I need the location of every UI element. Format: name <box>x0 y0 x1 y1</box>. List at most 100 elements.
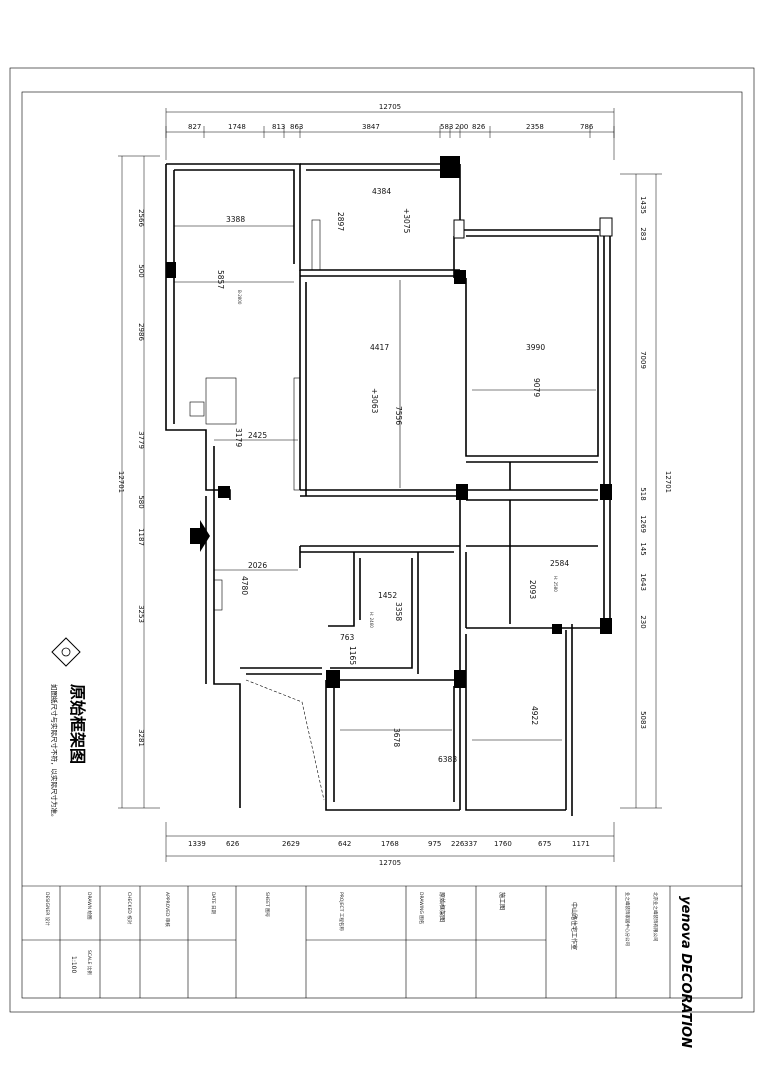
column <box>454 270 466 284</box>
top-dim: 200 <box>455 123 468 131</box>
room-dim: 6383 <box>438 755 457 764</box>
bottom-dimensions: 12705 1339 626 2629 642 1768 975 226 337… <box>165 822 615 867</box>
overall-width-top: 12705 <box>379 103 401 111</box>
room-dim: 3678 <box>392 728 401 747</box>
room-dim: 4922 <box>530 706 539 725</box>
project-name: 中山路住宅工作室 <box>570 902 578 950</box>
room-dim: 3179 <box>234 428 243 447</box>
right-dim: 518 <box>639 487 647 500</box>
label-drawing: DRAWING 图名 <box>418 892 425 924</box>
walls <box>165 163 611 816</box>
left-dim: 3253 <box>137 605 145 623</box>
room-labels: 3388 4384 5857 2897 4417 3990 7556 9079 … <box>216 187 569 764</box>
company-name-cn: 北京业之峰装饰有限公司 <box>652 892 659 942</box>
drawing-title: 原始框架图 <box>68 684 87 764</box>
left-dim: 2566 <box>137 209 145 227</box>
scale-value: 1:100 <box>70 956 77 973</box>
title-block: DESIGNER 设计 DRAWN 绘图 CHECKED 校对 APPROVED… <box>22 885 742 1048</box>
column <box>552 624 562 634</box>
top-dim: 1748 <box>228 123 246 131</box>
room-dim: 5857 <box>216 270 225 289</box>
room-dim: 2093 <box>528 580 537 599</box>
bottom-dim: 626 <box>226 840 240 848</box>
right-dim: 1643 <box>639 573 647 591</box>
left-dimensions: 12701 2566 500 2986 3779 580 1187 3253 3… <box>117 155 160 809</box>
bottom-dim: 226 <box>451 840 465 848</box>
room-dim: 1165 <box>348 646 357 665</box>
label-checked: CHECKED 校对 <box>126 892 133 925</box>
drawing-note: 如图纸尺寸与实际尺寸不符，以实际尺寸为准。 <box>50 684 59 821</box>
drawing-name: 原始框架图 <box>438 892 446 922</box>
column <box>600 618 612 634</box>
room-dim: 2026 <box>248 561 267 570</box>
top-dim: 826 <box>472 123 486 131</box>
bottom-dim: 2629 <box>282 840 300 848</box>
entrance-arrow-icon <box>190 520 210 552</box>
label-sheet: SHEET 图号 <box>264 892 270 918</box>
column <box>600 484 612 500</box>
left-dim: 580 <box>137 495 145 508</box>
left-dim: 1187 <box>137 528 145 546</box>
bottom-dim: 1768 <box>381 840 399 848</box>
elevation-mark: +3075 <box>402 208 411 234</box>
left-dim: 2986 <box>137 323 145 341</box>
room-dim: 763 <box>340 633 355 642</box>
top-dim: 827 <box>188 123 201 131</box>
top-dim: 786 <box>580 123 594 131</box>
right-dim: 1435 <box>639 196 647 214</box>
room-dim: 3388 <box>226 215 245 224</box>
right-dim: 7009 <box>639 351 647 369</box>
label-approved: APPROVED 审核 <box>164 892 171 927</box>
room-dim: 4780 <box>240 576 249 595</box>
top-dim: 813 <box>272 123 285 131</box>
bottom-dim: 337 <box>464 840 477 848</box>
room-dim: 1452 <box>378 591 397 600</box>
top-dim: 2358 <box>526 123 544 131</box>
right-dimensions: 12701 1435 283 7009 518 1269 145 1643 23… <box>620 173 672 809</box>
label-scale: SCALE 比例 <box>86 950 93 975</box>
column <box>454 670 466 688</box>
room-dim: 7556 <box>394 406 403 425</box>
beam-tag: B-2800 <box>237 290 242 305</box>
label-project: PROJECT 工程名称 <box>338 892 345 931</box>
bottom-dim: 675 <box>538 840 551 848</box>
column <box>453 219 465 239</box>
bottom-dim: 1339 <box>188 840 206 848</box>
column <box>166 262 176 278</box>
room-dim: 2584 <box>550 559 569 568</box>
overall-height-left: 12701 <box>117 471 125 493</box>
top-dimensions: 12705 827 1748 813 863 3847 583 200 826 … <box>165 103 615 160</box>
structural-columns <box>166 156 613 688</box>
right-dim: 5083 <box>639 711 647 729</box>
top-dim: 3847 <box>362 123 380 131</box>
top-dim: 863 <box>290 123 303 131</box>
outer-frame <box>9 67 755 1013</box>
branch-name: 业之峰装饰家居中心分公司 <box>624 892 631 946</box>
left-dim: 3281 <box>137 729 145 747</box>
drawing-title-block: 原始框架图 如图纸尺寸与实际尺寸不符，以实际尺寸为准。 <box>50 637 87 821</box>
label-designer: DESIGNER 设计 <box>44 892 51 926</box>
compass-icon <box>51 637 81 667</box>
column <box>218 486 230 498</box>
column <box>599 217 613 237</box>
right-dim: 145 <box>639 542 647 555</box>
room-dim: 3990 <box>526 343 545 352</box>
room-dim: 2897 <box>336 212 345 231</box>
bottom-dim: 1171 <box>572 840 590 848</box>
label-date: DATE 日期 <box>210 892 216 915</box>
right-dim: 283 <box>639 227 647 240</box>
right-dim: 230 <box>639 615 647 628</box>
right-dim: 1269 <box>639 515 647 533</box>
room-dim: 2425 <box>248 431 267 440</box>
room-dim: 4417 <box>370 343 389 352</box>
bottom-dim: 975 <box>428 840 441 848</box>
entry-swing-line <box>245 679 325 801</box>
room-dim: 3358 <box>394 602 403 621</box>
overall-width-bottom: 12705 <box>379 859 401 867</box>
inner-frame <box>21 91 743 999</box>
elevation-mark: +3063 <box>370 388 379 414</box>
room-dim: 9079 <box>532 378 541 397</box>
interior-lines <box>174 219 596 741</box>
level-mark: H: 2460 <box>369 612 374 628</box>
